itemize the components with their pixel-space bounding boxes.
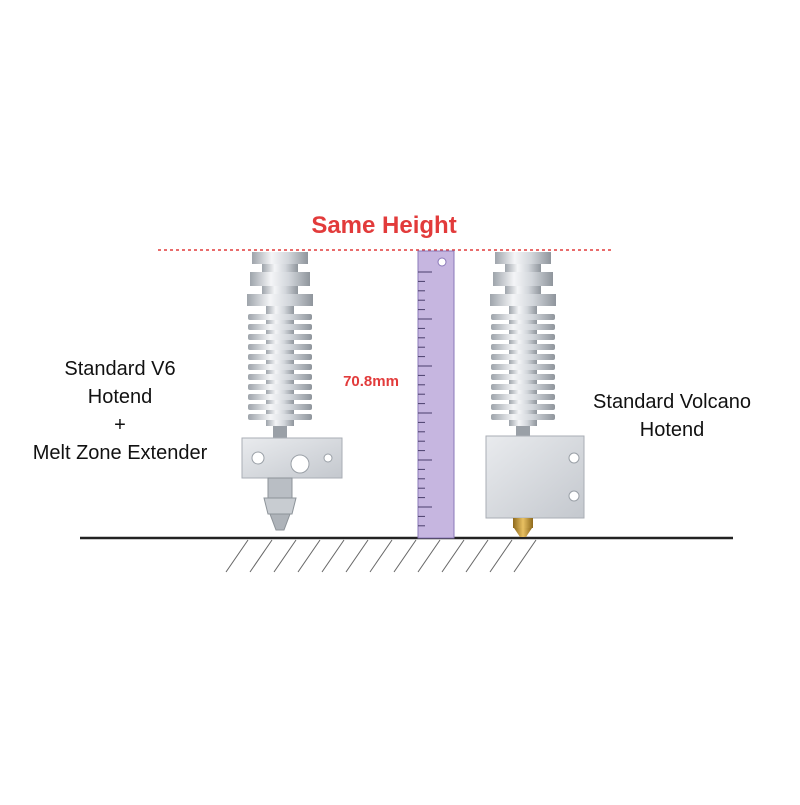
heatsink-fin: [248, 414, 312, 420]
v6-hotend-image: [241, 252, 343, 531]
heatsink-fin: [491, 324, 555, 330]
volcano-hotend-image: [485, 252, 585, 537]
heatsink-fin: [491, 314, 555, 320]
same-height-title: Same Height: [311, 212, 457, 239]
v6-label-line-3: +: [114, 414, 126, 436]
measurement-label: 70.8mm: [343, 373, 399, 390]
heatsink-fin: [248, 364, 312, 370]
heatsink-fin: [248, 374, 312, 380]
v6-label-line-2: Hotend: [87, 386, 153, 408]
heatsink-fin: [491, 404, 555, 410]
volcano-label-line-1: Standard Volcano: [593, 391, 751, 413]
heatsink-fin: [248, 394, 312, 400]
heatsink-fin: [248, 314, 312, 320]
heatsink-fin: [248, 354, 312, 360]
ruler-ticks: [418, 271, 432, 527]
v6-hotend-label: Standard V6 Hotend + Melt Zone Extender: [0, 355, 240, 467]
heatsink-fin: [491, 354, 555, 360]
volcano-hotend-label: Standard Volcano Hotend: [572, 388, 772, 444]
v6-label-line-1: Standard V6: [64, 358, 176, 380]
heatsink-fin: [491, 364, 555, 370]
v6-label-line-4: Melt Zone Extender: [32, 442, 208, 464]
volcano-heatsink-fins: [491, 314, 555, 420]
v6-heatsink-fins: [248, 314, 312, 420]
heatsink-fin: [491, 344, 555, 350]
heatsink-fin: [248, 324, 312, 330]
heatsink-fin: [491, 374, 555, 380]
heatsink-fin: [491, 334, 555, 340]
volcano-label-line-2: Hotend: [639, 419, 705, 441]
heatsink-fin: [248, 334, 312, 340]
heatsink-fin: [491, 394, 555, 400]
ruler: [417, 250, 455, 539]
heatsink-fin: [491, 414, 555, 420]
heatsink-fin: [248, 384, 312, 390]
heatsink-fin: [248, 344, 312, 350]
heatsink-fin: [491, 384, 555, 390]
ruler-hole: [437, 257, 447, 267]
heatsink-fin: [248, 404, 312, 410]
ground-hatching: [225, 539, 537, 573]
